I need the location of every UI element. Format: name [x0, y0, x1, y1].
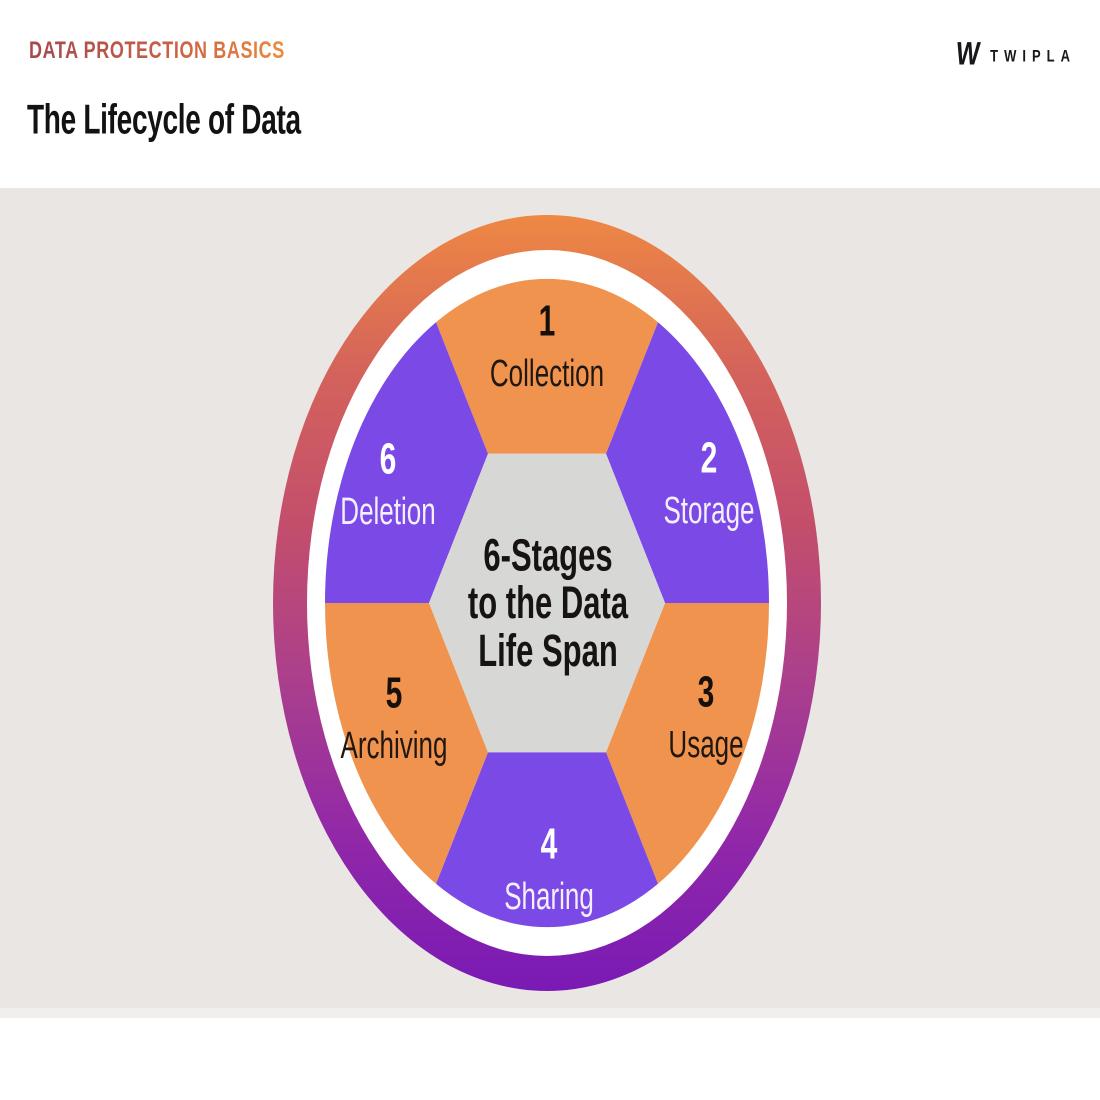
- stage-4-sharing: 4 Sharing: [459, 820, 639, 918]
- segment-sharing: [436, 752, 658, 928]
- stage-1-label: Collection: [489, 351, 605, 395]
- stage-1-collection: 1 Collection: [457, 297, 637, 395]
- segment-archiving: [325, 603, 488, 884]
- segment-usage: [606, 603, 769, 884]
- panel-bottom-edge: [0, 1008, 1100, 1018]
- lifecycle-diagram: [273, 215, 821, 991]
- stage-2-number: 2: [700, 434, 718, 483]
- stage-5-archiving: 5 Archiving: [304, 669, 484, 767]
- stage-5-label: Archiving: [340, 723, 448, 767]
- stage-6-label: Deletion: [340, 489, 436, 533]
- center-caption-line3: Life Span: [478, 625, 618, 677]
- stage-3-usage: 3 Usage: [616, 668, 796, 766]
- center-caption: 6-Stages to the Data Life Span: [418, 531, 678, 675]
- segment-deletion: [325, 322, 488, 603]
- stage-5-number: 5: [385, 669, 403, 718]
- stage-2-storage: 2 Storage: [619, 434, 799, 532]
- stage-3-label: Usage: [668, 722, 744, 766]
- stage-3-number: 3: [697, 668, 715, 717]
- stage-6-deletion: 6 Deletion: [298, 435, 478, 533]
- center-caption-line2: to the Data: [467, 577, 629, 629]
- stage-1-number: 1: [538, 297, 556, 346]
- stage-2-label: Storage: [663, 488, 755, 532]
- brand-w-mark-icon: W: [953, 35, 982, 73]
- center-caption-line1: 6-Stages: [483, 529, 613, 581]
- brand-logo: W TWIPLA: [953, 35, 1076, 73]
- page-title: The Lifecycle of Data: [27, 96, 301, 143]
- eyebrow-text: DATA PROTECTION BASICS: [29, 36, 285, 64]
- brand-name: TWIPLA: [990, 46, 1076, 66]
- segment-collection: [436, 278, 658, 454]
- stage-4-number: 4: [540, 820, 558, 869]
- stage-6-number: 6: [379, 435, 397, 484]
- stage-4-label: Sharing: [504, 874, 594, 918]
- center-hexagon: [429, 453, 665, 753]
- segment-storage: [606, 322, 769, 603]
